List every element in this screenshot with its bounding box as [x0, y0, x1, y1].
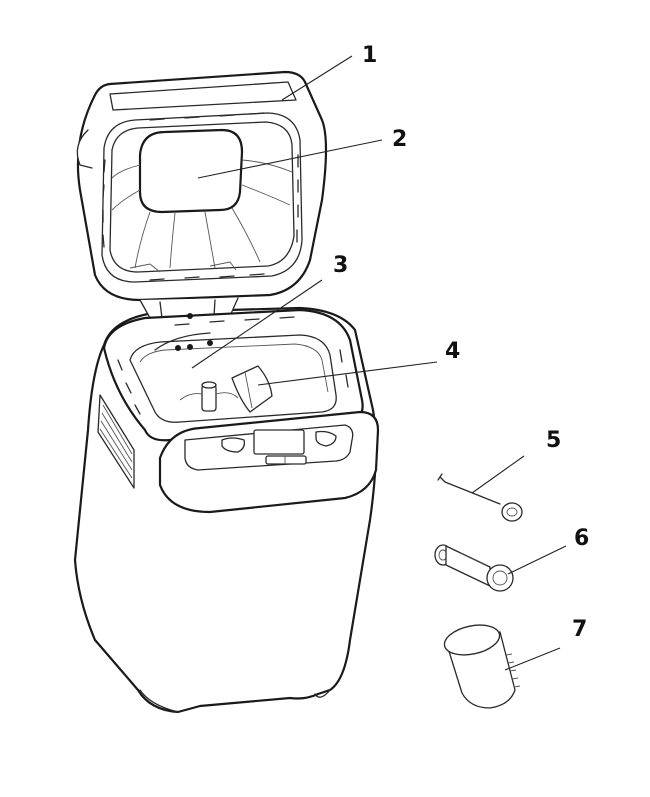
measuring-cup [443, 624, 521, 709]
baking-pan [129, 334, 337, 423]
callout-4: 4 [445, 339, 460, 364]
leader-7 [504, 647, 561, 671]
leader-4 [257, 361, 438, 386]
kneading-blade [231, 365, 273, 413]
callout-1: 1 [362, 43, 377, 68]
lid [76, 70, 328, 302]
leader-3 [191, 279, 323, 369]
measuring-spoon [434, 544, 514, 592]
callout-7: 7 [572, 617, 587, 642]
bottom-button [265, 455, 307, 465]
side-vent [97, 394, 135, 489]
hook-tool [437, 473, 523, 522]
callout-labels: 1 2 3 4 5 6 7 [333, 43, 589, 642]
right-button [315, 430, 337, 447]
callout-5: 5 [546, 428, 561, 453]
kneading-shaft [179, 381, 239, 412]
viewing-window [138, 128, 244, 214]
lid-perforations [102, 112, 299, 281]
callout-6: 6 [574, 526, 589, 551]
callout-2: 2 [392, 127, 407, 152]
display [253, 429, 305, 455]
left-button [221, 437, 246, 453]
control-panel [158, 410, 380, 514]
leader-6 [507, 545, 567, 575]
leader-lines [191, 55, 567, 671]
leader-2 [197, 139, 383, 179]
callout-3: 3 [333, 253, 348, 278]
leader-1 [281, 55, 353, 101]
leader-5 [471, 455, 525, 494]
